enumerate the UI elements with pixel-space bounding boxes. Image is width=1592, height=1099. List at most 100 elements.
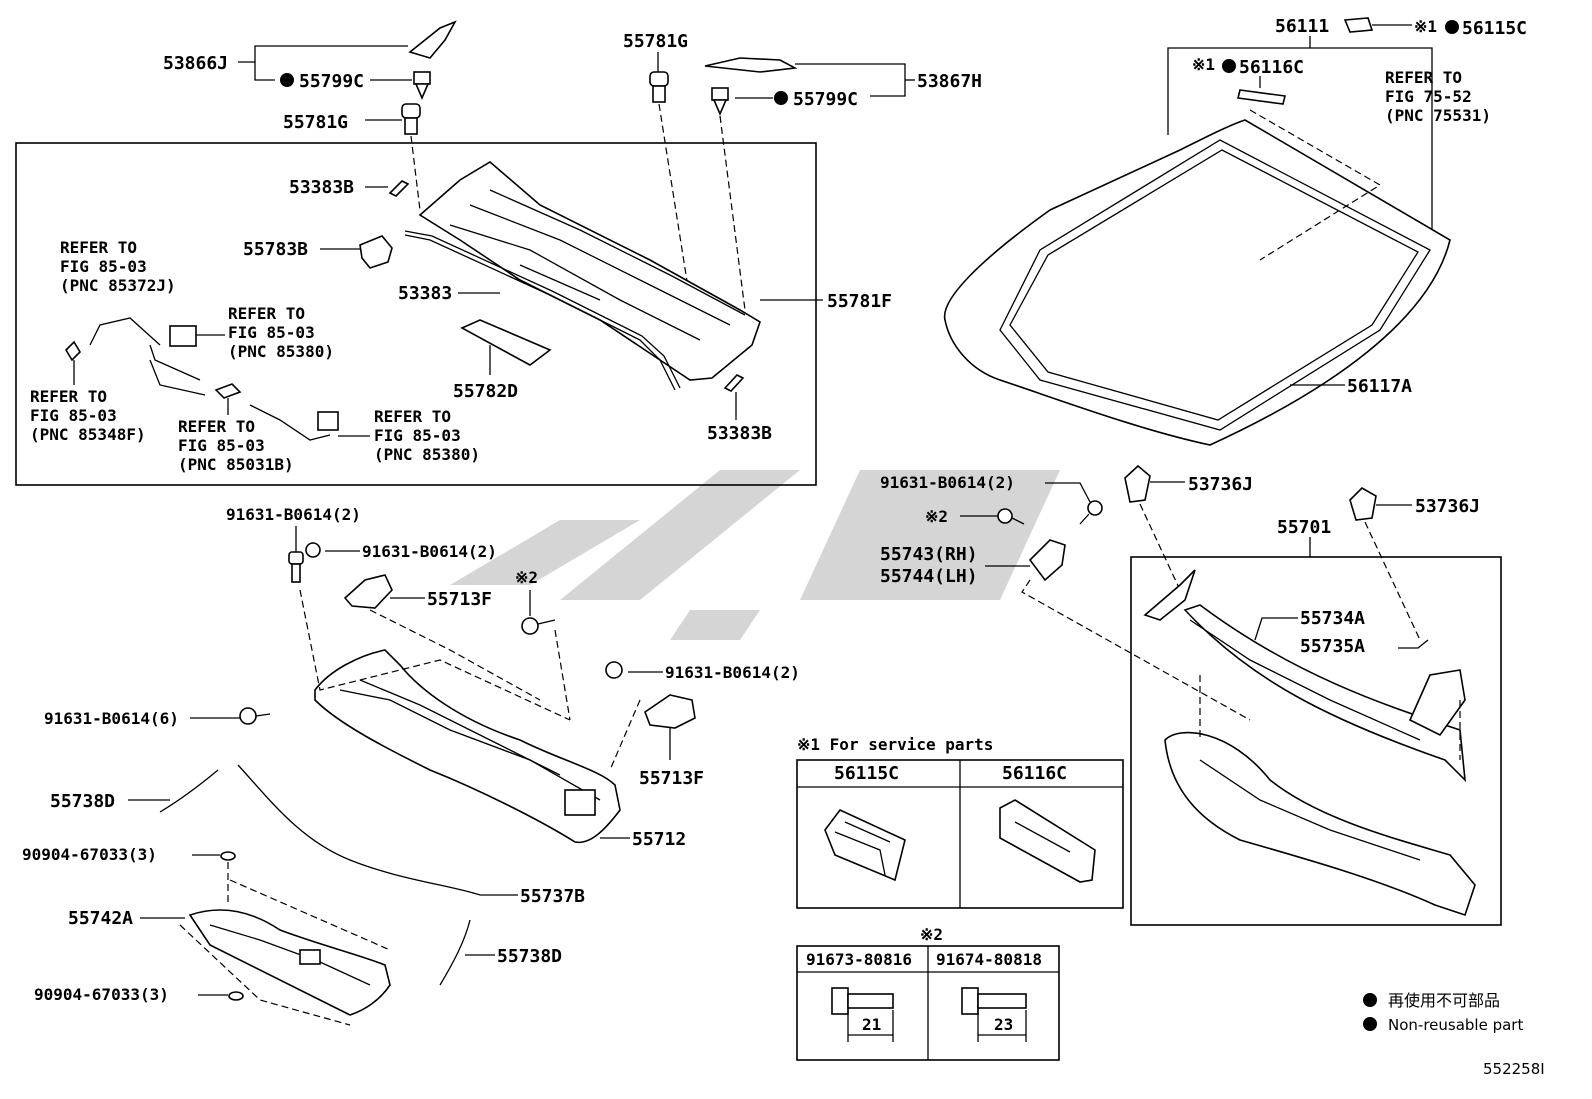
label-56115C: 56115C <box>1462 18 1527 39</box>
connector-85380-b <box>317 411 339 431</box>
label-55781F: 55781F <box>827 291 892 312</box>
service-col-56116C: 56116C <box>1002 763 1067 784</box>
bolt-table-mark: ※2 <box>920 925 943 944</box>
svg-text:REFER TO: REFER TO <box>228 304 305 323</box>
part-53866J <box>408 20 457 59</box>
label-53736J-b: 53736J <box>1415 496 1480 517</box>
label-55738D-b: 55738D <box>497 946 562 967</box>
label-91631-b: 91631-B0614(2) <box>226 505 361 524</box>
part-55782D <box>460 319 552 366</box>
label-55734A: 55734A <box>1300 608 1365 629</box>
legend-jp: 再使用不可部品 <box>1388 991 1500 1010</box>
clip-55799C-b <box>711 87 729 117</box>
part-53383-seal <box>404 234 676 391</box>
clip-55799C-a <box>413 71 431 101</box>
bracket-56111 <box>1167 47 1433 240</box>
part-55743-bracket <box>1028 539 1066 582</box>
svg-text:FIG 85-03: FIG 85-03 <box>178 436 265 455</box>
label-53383B-b: 53383B <box>707 423 772 444</box>
label-55701: 55701 <box>1277 517 1331 538</box>
bolt-dim-23: 23 <box>994 1015 1013 1034</box>
svg-text:(PNC 85031B): (PNC 85031B) <box>178 455 294 474</box>
leader-53866J <box>254 45 408 81</box>
svg-text:FIG 85-03: FIG 85-03 <box>228 323 315 342</box>
svg-text:REFER TO: REFER TO <box>374 407 451 426</box>
legend-dot-jp <box>1363 993 1377 1007</box>
label-53383: 53383 <box>398 283 452 304</box>
label-55799C-b: 55799C <box>793 89 858 110</box>
part-56116C <box>1237 89 1286 105</box>
bolt-x2-b <box>521 617 556 635</box>
svg-text:REFER TO: REFER TO <box>60 238 137 257</box>
part-55701-panel <box>1143 569 1476 917</box>
label-55713F-b: 55713F <box>639 768 704 789</box>
reference-85380-b: REFER TO FIG 85-03 (PNC 85380) <box>374 407 480 464</box>
svg-text:FIG 85-03: FIG 85-03 <box>30 406 117 425</box>
label-53383B-a: 53383B <box>289 177 354 198</box>
label-91631-e: 91631-B0614(6) <box>44 709 179 728</box>
legend-dot-en <box>1363 1017 1377 1031</box>
bolt-col-91674: 91674-80818 <box>936 950 1042 969</box>
part-55781F-cowl-louver <box>418 161 761 381</box>
label-90904-a: 90904-67033(3) <box>22 845 157 864</box>
service-col-56115C: 56115C <box>834 763 899 784</box>
part-56115C <box>1343 17 1374 33</box>
label-55781G-a: 55781G <box>283 112 348 133</box>
clip-55781G-b <box>649 71 669 103</box>
bolt-table <box>796 945 1060 1061</box>
bolt-91631-a <box>1079 500 1103 525</box>
bolt-91631-d <box>605 661 623 679</box>
svg-text:FIG 85-03: FIG 85-03 <box>60 257 147 276</box>
svg-text:(PNC 85348F): (PNC 85348F) <box>30 425 146 444</box>
label-55783B: 55783B <box>243 239 308 260</box>
svg-text:FIG 75-52: FIG 75-52 <box>1385 87 1472 106</box>
figure-id: 552258I <box>1483 1060 1545 1078</box>
label-55799C-a: 55799C <box>299 71 364 92</box>
part-55713F-b <box>644 694 696 729</box>
part-55738D-b <box>439 919 471 986</box>
non-reusable-dot <box>1445 20 1459 34</box>
cowl-louver-group-box <box>15 142 817 486</box>
mark-x2-b: ※2 <box>515 568 538 587</box>
svg-text:(PNC 85372J): (PNC 85372J) <box>60 276 176 295</box>
svg-text:REFER TO: REFER TO <box>178 417 255 436</box>
label-55744: 55744(LH) <box>880 566 978 587</box>
part-53736J-a <box>1124 464 1151 503</box>
reference-85348F: REFER TO FIG 85-03 (PNC 85348F) <box>30 387 146 444</box>
svg-text:(PNC 85380): (PNC 85380) <box>228 342 334 361</box>
reference-85372J: REFER TO FIG 85-03 (PNC 85372J) <box>60 238 176 295</box>
service-parts-note: ※1 For service parts <box>797 735 993 754</box>
connector-85380 <box>169 325 197 347</box>
part-53383B-a <box>388 180 410 197</box>
hose-85372J <box>89 317 161 346</box>
label-55738D-a: 55738D <box>50 791 115 812</box>
svg-text:FIG 85-03: FIG 85-03 <box>374 426 461 445</box>
part-55737B-seal <box>237 764 481 896</box>
part-windshield-glass <box>943 109 1451 446</box>
part-55712-cowl-panel <box>314 649 621 844</box>
reference-85380-a: REFER TO FIG 85-03 (PNC 85380) <box>228 304 334 361</box>
mark-x1-a: ※1 <box>1414 17 1437 36</box>
reference-75531: REFER TO FIG 75-52 (PNC 75531) <box>1385 68 1491 125</box>
label-53867H: 53867H <box>917 71 982 92</box>
watermark-logo <box>450 470 1060 640</box>
nozzle-85348F <box>64 340 82 362</box>
svg-text:REFER TO: REFER TO <box>30 387 107 406</box>
bolt-col-91673: 91673-80816 <box>806 950 912 969</box>
bolt-91631-e <box>239 707 271 725</box>
legend-en: Non-reusable part <box>1388 1016 1523 1034</box>
cowl-top-panel-group-box <box>1130 556 1502 926</box>
part-55738D-a <box>159 769 219 813</box>
label-53736J-a: 53736J <box>1188 474 1253 495</box>
joint-85031B <box>214 383 242 399</box>
label-55742A: 55742A <box>68 908 133 929</box>
label-55743: 55743(RH) <box>880 544 978 565</box>
part-55742A-panel <box>188 909 391 1016</box>
part-56115C-detail <box>824 809 906 882</box>
clip-90904-a <box>220 851 236 861</box>
non-reusable-dot <box>774 91 788 105</box>
mark-x2-a: ※2 <box>925 507 948 526</box>
label-55735A: 55735A <box>1300 636 1365 657</box>
label-56116C: 56116C <box>1239 57 1304 78</box>
